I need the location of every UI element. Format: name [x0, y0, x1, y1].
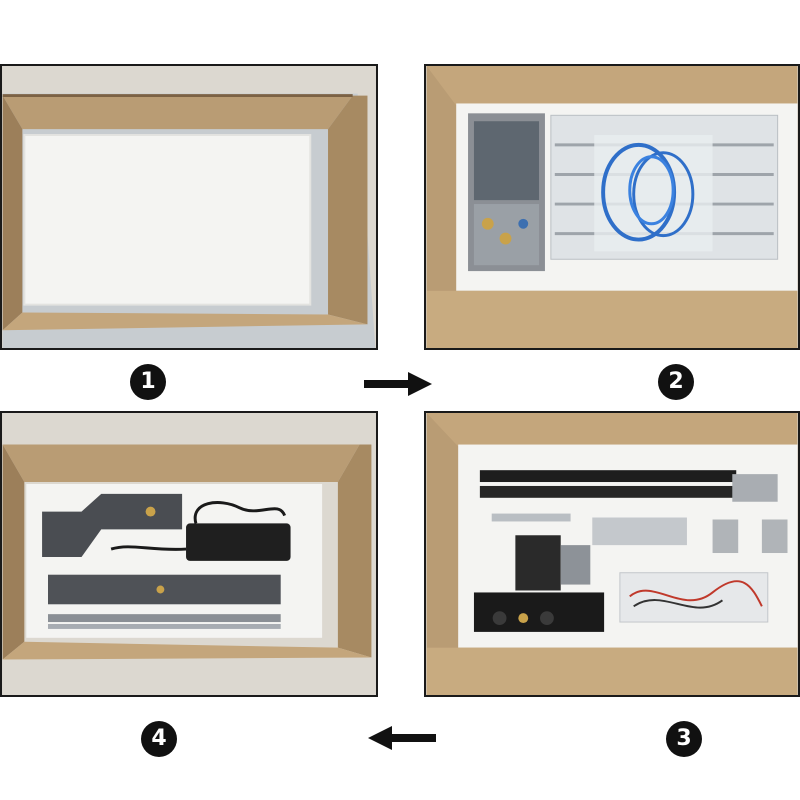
step-number-3-badge: 3 — [666, 721, 702, 757]
arrow-left-icon — [368, 726, 436, 750]
box-foam-top-image — [2, 66, 376, 348]
photo-step-4 — [0, 411, 378, 697]
plates-adapter-image — [2, 413, 376, 695]
frame-parts-image — [426, 66, 798, 348]
step-number-4-badge: 4 — [141, 721, 177, 757]
mechanics-parts-image — [426, 413, 798, 695]
step-number-1-badge: 1 — [130, 364, 166, 400]
arrow-right-icon — [364, 372, 432, 396]
photo-step-3 — [424, 411, 800, 697]
photo-step-2 — [424, 64, 800, 350]
step-number-2-badge: 2 — [658, 364, 694, 400]
photo-step-1 — [0, 64, 378, 350]
